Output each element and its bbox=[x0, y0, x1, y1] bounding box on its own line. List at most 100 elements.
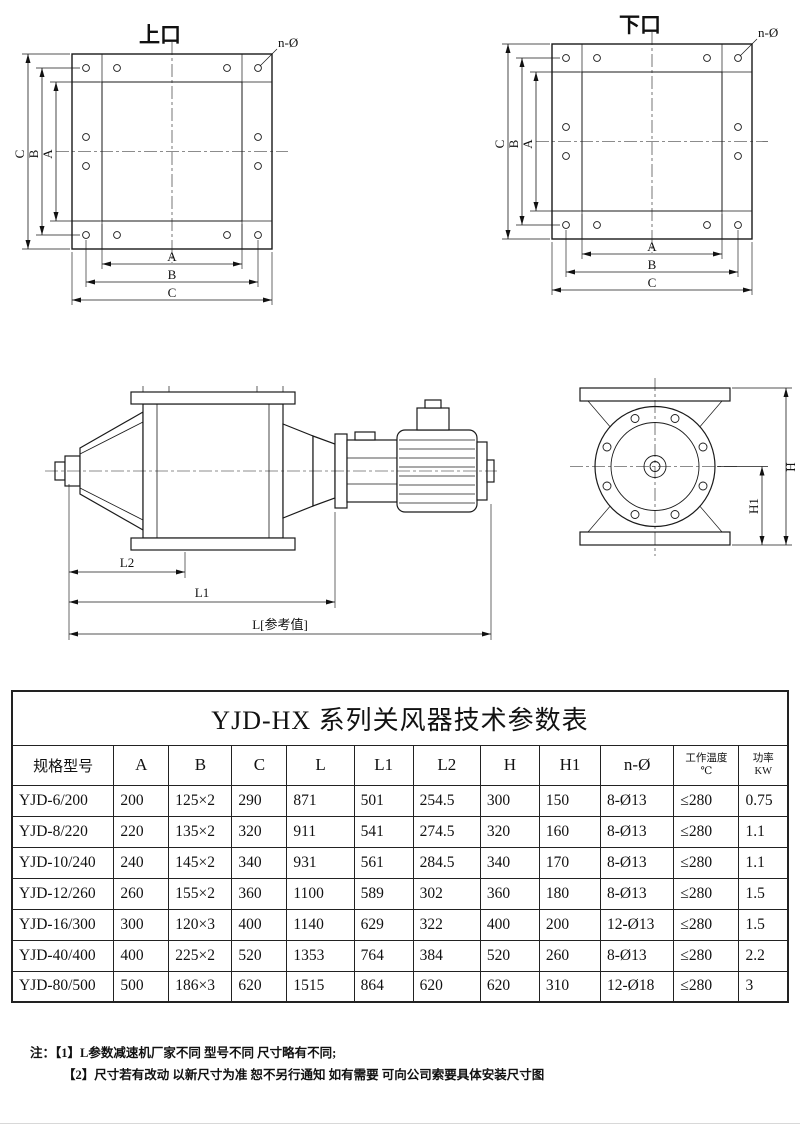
cell-b: 145×2 bbox=[168, 846, 233, 879]
cell-h: 320 bbox=[479, 815, 540, 848]
dim-b-left: B bbox=[506, 139, 521, 148]
col-header-l2: L2 bbox=[412, 744, 481, 786]
center-lines bbox=[536, 32, 768, 253]
col-header-a: A bbox=[113, 744, 170, 786]
cell-h: 520 bbox=[479, 939, 540, 972]
cell-c: 290 bbox=[231, 784, 288, 817]
cell-h: 400 bbox=[479, 908, 540, 941]
cell-temp: ≤280 bbox=[673, 784, 740, 817]
bolt-holes bbox=[562, 54, 742, 229]
center-lines bbox=[570, 378, 740, 556]
cell-a: 220 bbox=[113, 815, 170, 848]
temp-header-line1: 工作温度 bbox=[685, 752, 728, 764]
cell-l1: 629 bbox=[353, 908, 414, 941]
table-header-row: 规格型号 A B C L L1 L2 H H1 n-Ø 工作温度 ℃ 功率 KW bbox=[11, 744, 789, 786]
gearbox bbox=[346, 431, 398, 503]
cell-a: 400 bbox=[113, 939, 170, 972]
bottom-port-flange-drawing: 下口 n-Ø C bbox=[492, 13, 778, 295]
col-header-h: H bbox=[479, 744, 540, 786]
cell-l1: 561 bbox=[353, 846, 414, 879]
cell-l2: 384 bbox=[412, 939, 481, 972]
cell-n: 8-Ø13 bbox=[599, 939, 675, 972]
cell-l: 1353 bbox=[286, 939, 355, 972]
cell-temp: ≤280 bbox=[673, 908, 740, 941]
cell-h1: 260 bbox=[538, 939, 602, 972]
spec-table-section: YJD-HX 系列关风器技术参数表 规格型号 A B C L L1 L2 H H… bbox=[11, 690, 789, 1003]
col-header-n: n-Ø bbox=[599, 744, 675, 786]
cell-l1: 764 bbox=[353, 939, 414, 972]
bottom-port-title: 下口 bbox=[619, 13, 661, 37]
dim-a-bottom: A bbox=[167, 249, 177, 264]
table-row: YJD-8/220 220 135×2 320 911 541 274.5 32… bbox=[11, 815, 789, 848]
table-row: YJD-10/240 240 145×2 340 931 561 284.5 3… bbox=[11, 846, 789, 879]
cell-l1: 589 bbox=[353, 877, 414, 910]
cell-l: 871 bbox=[286, 784, 355, 817]
cell-h1: 170 bbox=[538, 846, 602, 879]
cell-model: YJD-6/200 bbox=[11, 784, 115, 817]
hole-count-label: n-Ø bbox=[758, 25, 778, 40]
cell-h1: 180 bbox=[538, 877, 602, 910]
table-title-row: YJD-HX 系列关风器技术参数表 bbox=[11, 690, 789, 746]
col-header-l1: L1 bbox=[353, 744, 414, 786]
cell-power: 0.75 bbox=[738, 784, 789, 817]
cell-n: 8-Ø13 bbox=[599, 846, 675, 879]
cell-h: 300 bbox=[479, 784, 540, 817]
cell-a: 260 bbox=[113, 877, 170, 910]
cell-n: 12-Ø18 bbox=[599, 970, 675, 1003]
note-line-1: 注：【1】L参数减速机厂家不同 型号不同 尺寸略有不同; bbox=[30, 1042, 544, 1064]
cell-l: 1140 bbox=[286, 908, 355, 941]
dim-l-label: L[参考值] bbox=[252, 617, 308, 632]
cell-h1: 200 bbox=[538, 908, 602, 941]
cell-model: YJD-16/300 bbox=[11, 908, 115, 941]
note-line-2: 【2】尺寸若有改动 以新尺寸为准 恕不另行通知 如有需要 可向公司索要具体安装尺… bbox=[63, 1068, 545, 1082]
cell-b: 125×2 bbox=[168, 784, 233, 817]
hole-count-label: n-Ø bbox=[278, 35, 298, 50]
cell-model: YJD-10/240 bbox=[11, 846, 115, 879]
top-port-flange-drawing: 上口 n-Ø C bbox=[12, 23, 298, 305]
table-row: YJD-40/400 400 225×2 520 1353 764 384 52… bbox=[11, 939, 789, 972]
cell-model: YJD-12/260 bbox=[11, 877, 115, 910]
cell-n: 12-Ø13 bbox=[599, 908, 675, 941]
cell-n: 8-Ø13 bbox=[599, 877, 675, 910]
cell-l2: 322 bbox=[412, 908, 481, 941]
table-title: YJD-HX 系列关风器技术参数表 bbox=[11, 690, 789, 746]
dim-c-bottom: C bbox=[648, 275, 657, 290]
cell-model: YJD-80/500 bbox=[11, 970, 115, 1003]
col-header-temp: 工作温度 ℃ bbox=[673, 744, 740, 786]
power-header-line1: 功率 bbox=[752, 752, 774, 764]
col-header-power: 功率 KW bbox=[738, 744, 789, 786]
power-header-line2: KW bbox=[754, 766, 772, 777]
dim-h1-label: H1 bbox=[746, 498, 761, 514]
cell-c: 320 bbox=[231, 815, 288, 848]
dim-a-left: A bbox=[40, 149, 55, 159]
cell-l: 931 bbox=[286, 846, 355, 879]
dim-a-left: A bbox=[520, 139, 535, 149]
valve-body bbox=[130, 386, 296, 551]
cell-a: 200 bbox=[113, 784, 170, 817]
cell-l: 911 bbox=[286, 815, 355, 848]
cell-l2: 302 bbox=[412, 877, 481, 910]
cell-n: 8-Ø13 bbox=[599, 784, 675, 817]
col-header-h1: H1 bbox=[538, 744, 602, 786]
cell-l2: 620 bbox=[412, 970, 481, 1003]
cell-temp: ≤280 bbox=[673, 970, 740, 1003]
dim-h-label: H bbox=[783, 462, 798, 471]
cell-temp: ≤280 bbox=[673, 939, 740, 972]
cell-c: 620 bbox=[231, 970, 288, 1003]
cell-power: 1.5 bbox=[738, 877, 789, 910]
cell-l1: 501 bbox=[353, 784, 414, 817]
length-dimensions: L2 L1 L[参考值] bbox=[68, 484, 492, 640]
col-header-model: 规格型号 bbox=[11, 744, 115, 786]
cell-l2: 254.5 bbox=[412, 784, 481, 817]
dim-c-left: C bbox=[12, 150, 27, 159]
cell-model: YJD-40/400 bbox=[11, 939, 115, 972]
dim-b-bottom: B bbox=[168, 267, 177, 282]
cell-h: 340 bbox=[479, 846, 540, 879]
cell-power: 1.1 bbox=[738, 846, 789, 879]
dim-l2-label: L2 bbox=[120, 555, 134, 570]
dim-c-bottom: C bbox=[168, 285, 177, 300]
dim-c-left: C bbox=[492, 140, 507, 149]
cell-power: 1.5 bbox=[738, 908, 789, 941]
col-header-c: C bbox=[231, 744, 288, 786]
cell-b: 120×3 bbox=[168, 908, 233, 941]
